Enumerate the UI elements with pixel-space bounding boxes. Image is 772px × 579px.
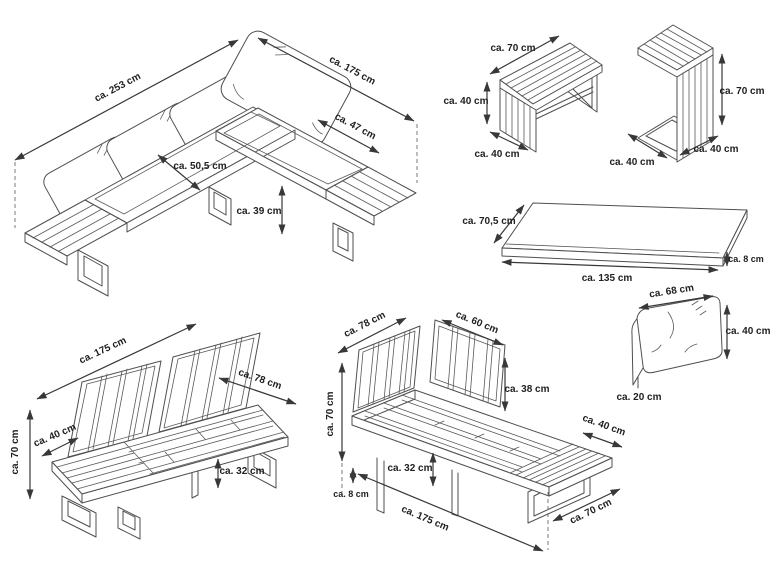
- dim-label-panel-thickness: ca. 8 cm: [728, 254, 764, 264]
- extension-line: [14, 124, 418, 228]
- cushion-side-edge: [631, 318, 644, 389]
- dim-label-frame2-back-width: ca. 78 cm: [342, 310, 387, 340]
- dim-label-bench-length: ca. 70 cm: [490, 43, 535, 54]
- dim-arrow-seat-depth-right: [317, 119, 380, 154]
- straight-frame-figure: ca. 175 cm ca. 78 cm ca. 40 cm ca. 70 cm…: [10, 323, 297, 540]
- dim-arrow-left-length: [14, 39, 239, 161]
- dim-label-seat-depth-right: ca. 47 cm: [333, 111, 378, 142]
- dim-arrow-right-length: [257, 37, 415, 122]
- slatted-end-tables: [24, 166, 417, 266]
- dim-label-cushion-width: ca. 68 cm: [649, 283, 695, 301]
- dim-arrow-ctable-width: [679, 135, 719, 156]
- c-table-dimensions: ca. 70 cm ca. 40 cm ca. 40 cm: [609, 53, 765, 168]
- dim-label-cushion-thickness: ca. 20 cm: [616, 392, 661, 403]
- dim-arrow-ctable-depth: [627, 133, 668, 159]
- dim-label-bench-height: ca. 40 cm: [443, 96, 488, 107]
- dim-label-frame2-length: ca. 175 cm: [400, 504, 451, 534]
- dim-label-ctable-depth: ca. 40 cm: [609, 157, 654, 168]
- dim-label-panel-length: ca. 135 cm: [582, 273, 633, 284]
- dim-arrow-frame2-back-width: [337, 317, 407, 354]
- dim-label-frame1-height: ca. 70 cm: [10, 429, 21, 474]
- c-table-top-slats: [643, 28, 708, 67]
- c-table-figure: ca. 70 cm ca. 40 cm ca. 40 cm: [609, 24, 765, 168]
- table-top-panel-figure: ca. 70,5 cm ca. 135 cm ca. 8 cm: [462, 202, 764, 284]
- panel-dimensions: ca. 70,5 cm ca. 135 cm ca. 8 cm: [462, 204, 764, 284]
- dim-label-frame1-seat-height: ca. 32 cm: [219, 466, 264, 477]
- dim-arrow-frame2-side-width: [441, 319, 504, 346]
- dim-arrow-frame1-length: [36, 323, 197, 400]
- dim-label-ctable-width: ca. 40 cm: [693, 144, 738, 155]
- dim-arrow-frame2-length: [357, 473, 544, 552]
- corner-sofa-figure: ca. 253 cm ca. 175 cm ca. 47 cm ca. 50,5…: [14, 30, 418, 297]
- dim-label-left-length: ca. 253 cm: [93, 71, 143, 105]
- bench-table-figure: ca. 70 cm ca. 40 cm ca. 40 cm: [443, 35, 603, 160]
- corner-frame-platform: [351, 389, 613, 497]
- dim-label-frame1-length: ca. 175 cm: [78, 335, 129, 366]
- c-table-panel-slats: [682, 58, 708, 159]
- dim-label-bench-depth: ca. 40 cm: [474, 149, 519, 160]
- seat-platform: [84, 106, 369, 233]
- dim-label-panel-depth: ca. 70,5 cm: [462, 216, 515, 227]
- dim-label-frame2-back-height: ca. 38 cm: [504, 384, 549, 395]
- bench-table-dimensions: ca. 70 cm ca. 40 cm ca. 40 cm: [443, 35, 560, 160]
- dim-label-seat-depth-left: ca. 50,5 cm: [173, 161, 226, 172]
- cushion-figure: ca. 68 cm ca. 40 cm ca. 20 cm: [616, 283, 770, 403]
- extension-line: [341, 463, 549, 550]
- cushion-dimensions: ca. 68 cm ca. 40 cm ca. 20 cm: [616, 283, 770, 403]
- straight-frame-platform: [51, 404, 289, 504]
- dim-label-cushion-height: ca. 40 cm: [725, 326, 770, 337]
- bench-table-panel-slats: [505, 91, 531, 150]
- dim-arrow-bench-depth: [489, 131, 529, 151]
- cushion-body: [636, 296, 723, 374]
- dim-arrow-frame1-table-depth: [41, 437, 79, 457]
- dim-arrow-seat-depth-left: [157, 154, 201, 191]
- dim-label-frame2-height: ca. 70 cm: [325, 391, 336, 436]
- dim-arrow-panel-length: [501, 258, 719, 274]
- dim-label-frame2-thickness: ca. 8 cm: [333, 489, 369, 499]
- dim-arrow-frame1-depth: [218, 377, 297, 405]
- dim-label-ctable-height: ca. 70 cm: [719, 86, 764, 97]
- dim-arrow-frame2-table-width: [552, 488, 621, 522]
- dim-arrow-bench-length: [489, 35, 560, 75]
- corner-frame-figure: ca. 78 cm ca. 60 cm ca. 38 cm ca. 70 cm …: [325, 309, 627, 552]
- dim-label-seat-height: ca. 39 cm: [236, 206, 281, 217]
- dim-label-frame2-seat-height: ca. 32 cm: [387, 463, 432, 474]
- dim-arrow-cushion-width: [638, 294, 714, 310]
- sofa-legs: [77, 186, 354, 297]
- dim-arrow-frame2-table-depth: [582, 432, 623, 448]
- dim-arrow-panel-depth: [493, 204, 525, 244]
